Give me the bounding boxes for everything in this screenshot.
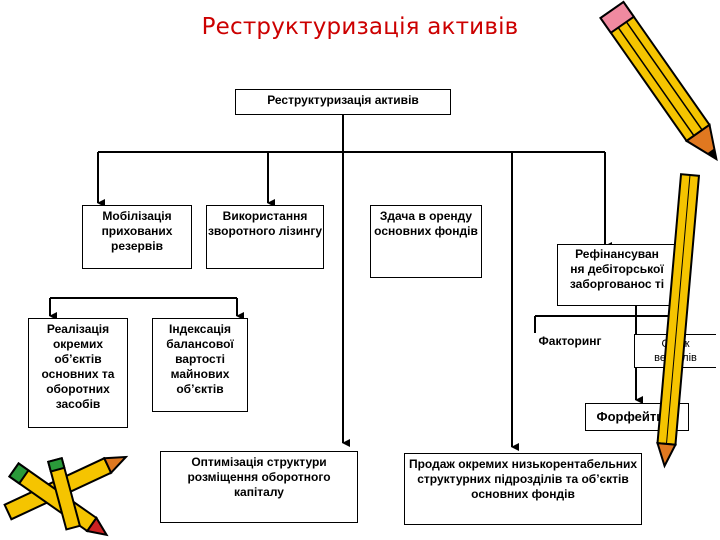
node-reverse-leasing: Використання зворотного лізингу — [206, 205, 324, 269]
node-mobilization: Мобілізація прихованих резервів — [82, 205, 192, 269]
node-indexation: Індексація балансової вартості майнових … — [152, 318, 248, 412]
root-box: Реструктуризація активів — [235, 89, 451, 115]
node-refinancing: Рефінансуван ня дебіторської заборговано… — [557, 244, 677, 306]
node-forfaiting: Форфейтинг — [585, 403, 689, 431]
slide-title: Реструктуризація активів — [201, 14, 519, 40]
node-factoring: Факторинг — [538, 334, 602, 348]
node-sale-objects: Реалізація окремих об’єктів основних та … — [28, 318, 128, 428]
node-bills: Облік векселів — [634, 334, 716, 368]
node-rent-fixed-assets: Здача в оренду основних фондів — [370, 205, 482, 278]
root-label: Реструктуризація активів — [267, 93, 419, 107]
node-optimization: Оптимізація структури розміщення оборотн… — [160, 451, 358, 523]
node-sale-units: Продаж окремих низькорентабельних структ… — [404, 453, 642, 525]
